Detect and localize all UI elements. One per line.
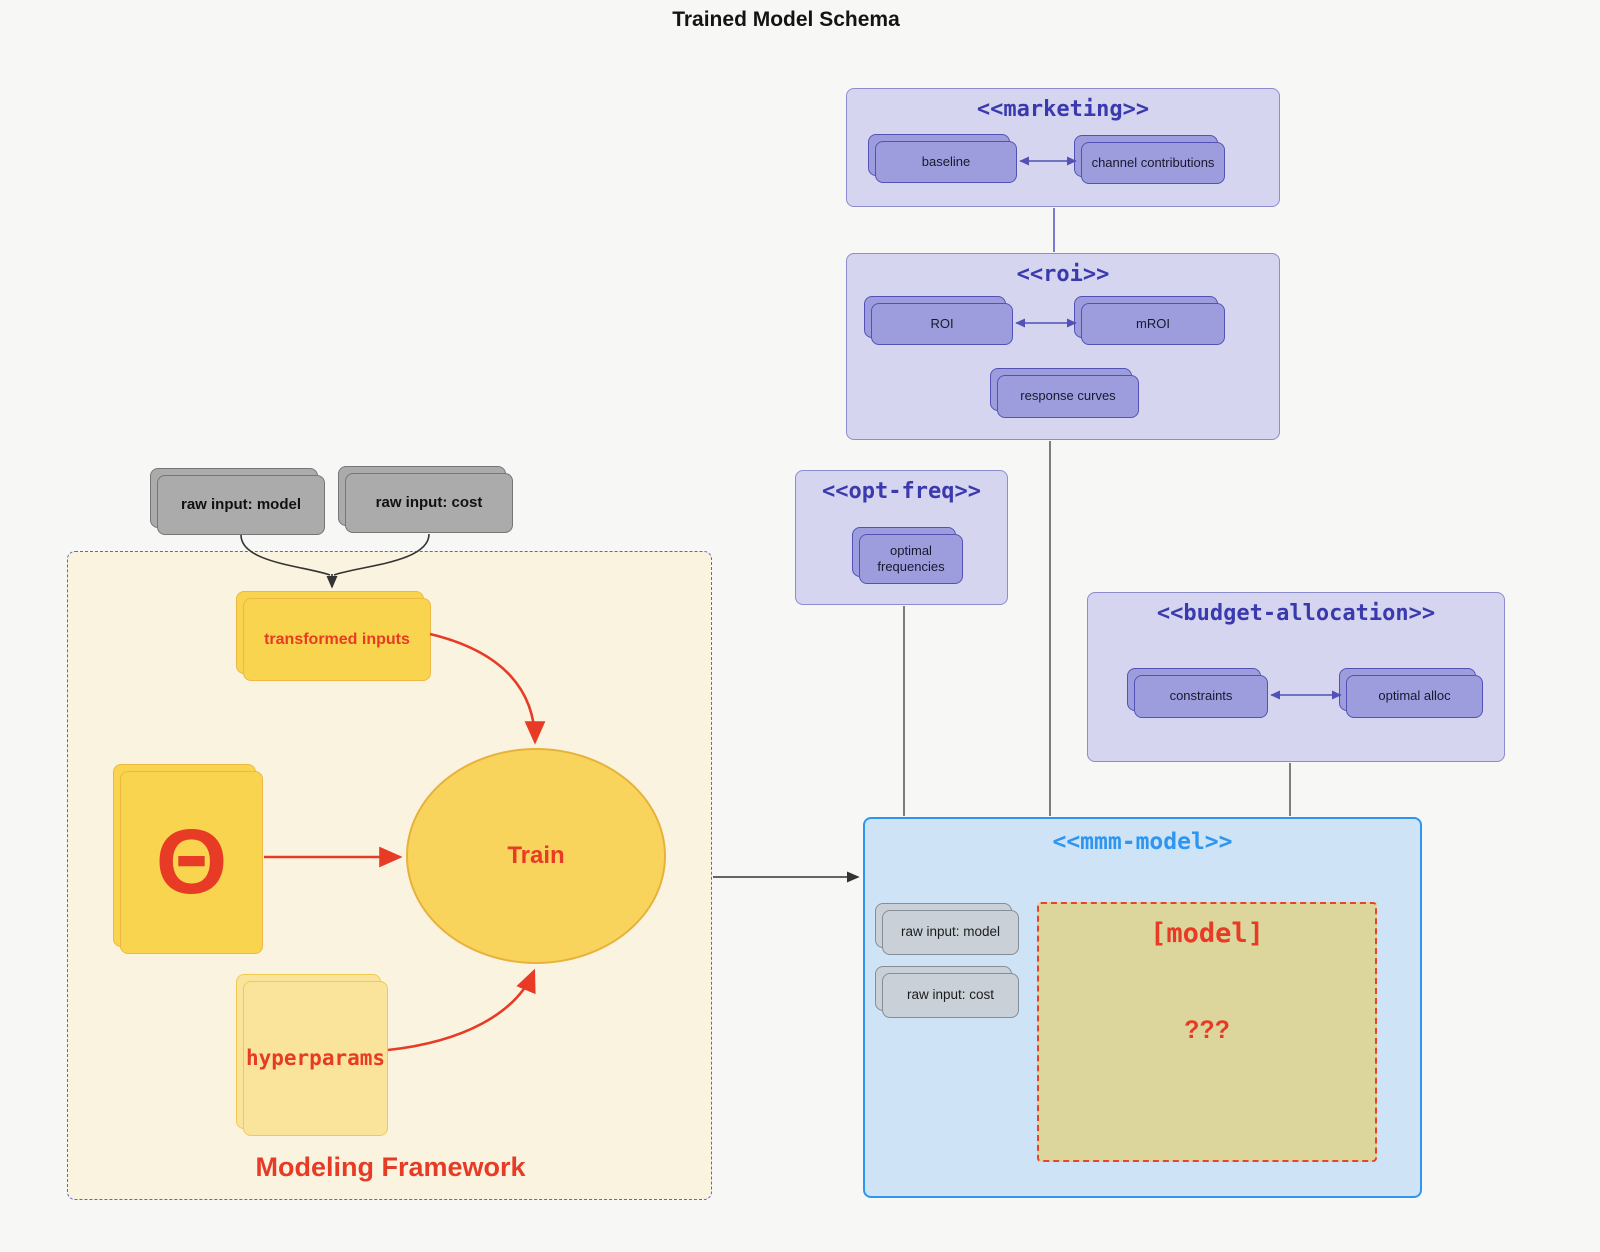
page-title: Trained Model Schema bbox=[672, 8, 900, 31]
opt-freq-container: <<opt-freq>> optimal frequencies bbox=[795, 470, 1008, 605]
roi-title: <<roi>> bbox=[1016, 262, 1110, 287]
node-optimal-alloc-label: optimal alloc bbox=[1346, 675, 1483, 718]
budget-allocation-title: <<budget-allocation>> bbox=[1156, 601, 1436, 626]
node-theta: Θ bbox=[113, 764, 263, 954]
node-mmm-raw-input-model: raw input: model bbox=[875, 903, 1019, 955]
node-optimal-alloc: optimal alloc bbox=[1339, 668, 1483, 718]
node-baseline: baseline bbox=[868, 134, 1017, 183]
node-constraints: constraints bbox=[1127, 668, 1268, 718]
marketing-container: <<marketing>> baseline channel contribut… bbox=[846, 88, 1280, 207]
node-response-curves: response curves bbox=[990, 368, 1139, 418]
node-channel-contributions-label: channel contributions bbox=[1081, 142, 1225, 184]
mmm-model-title: <<mmm-model>> bbox=[1052, 829, 1233, 855]
model-unknown-label: ??? bbox=[1184, 1016, 1230, 1044]
node-mroi-label: mROI bbox=[1081, 303, 1225, 345]
modeling-framework-label: Modeling Framework bbox=[255, 1152, 526, 1182]
node-mmm-raw-input-cost-label: raw input: cost bbox=[882, 973, 1019, 1018]
node-mroi: mROI bbox=[1074, 296, 1225, 345]
node-train: Train bbox=[406, 748, 666, 964]
mmm-model-container: <<mmm-model>> raw input: model raw input… bbox=[863, 817, 1422, 1198]
opt-freq-title: <<opt-freq>> bbox=[822, 479, 981, 504]
modeling-framework-container: transformed inputs Θ Train hyperparams M… bbox=[67, 551, 712, 1200]
node-train-label: Train bbox=[507, 842, 565, 869]
node-baseline-label: baseline bbox=[875, 141, 1017, 183]
node-raw-input-cost: raw input: cost bbox=[338, 466, 513, 533]
node-optimal-frequencies-label: optimal frequencies bbox=[859, 534, 963, 584]
model-placeholder-label: [model] bbox=[1150, 918, 1264, 949]
node-transformed-inputs-label: transformed inputs bbox=[243, 598, 431, 681]
node-hyperparams: hyperparams bbox=[236, 974, 388, 1136]
node-optimal-frequencies: optimal frequencies bbox=[852, 527, 963, 584]
roi-container: <<roi>> ROI mROI response curves bbox=[846, 253, 1280, 440]
node-raw-input-model: raw input: model bbox=[150, 468, 325, 535]
node-roi-label: ROI bbox=[871, 303, 1013, 345]
node-transformed-inputs: transformed inputs bbox=[236, 591, 431, 681]
node-response-curves-label: response curves bbox=[997, 375, 1139, 418]
theta-symbol: Θ bbox=[120, 771, 263, 954]
node-raw-input-model-label: raw input: model bbox=[157, 475, 325, 535]
model-placeholder-box: [model] ??? bbox=[1037, 902, 1377, 1162]
node-raw-input-cost-label: raw input: cost bbox=[345, 473, 513, 533]
node-hyperparams-label: hyperparams bbox=[243, 981, 388, 1136]
node-roi: ROI bbox=[864, 296, 1013, 345]
node-mmm-raw-input-model-label: raw input: model bbox=[882, 910, 1019, 955]
node-constraints-label: constraints bbox=[1134, 675, 1268, 718]
node-mmm-raw-input-cost: raw input: cost bbox=[875, 966, 1019, 1018]
marketing-title: <<marketing>> bbox=[976, 97, 1150, 122]
budget-allocation-container: <<budget-allocation>> constraints optima… bbox=[1087, 592, 1505, 762]
node-channel-contributions: channel contributions bbox=[1074, 135, 1225, 184]
